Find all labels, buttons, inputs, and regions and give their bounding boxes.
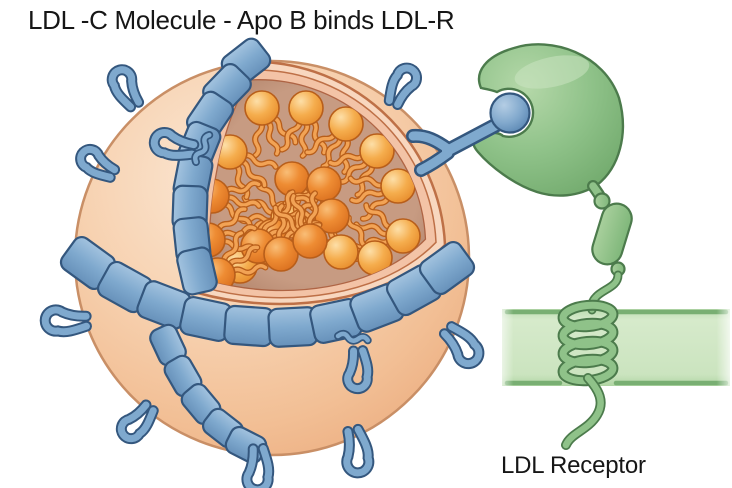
cholesterol-sphere (288, 90, 324, 126)
lipid-molecule (347, 168, 416, 222)
cholesterol-sphere (244, 90, 280, 126)
lipid-molecule (279, 90, 328, 159)
apo-b-band-vertical (171, 37, 272, 296)
receptor-head (472, 43, 625, 197)
surface-loop (115, 399, 159, 445)
ldl-molecule (39, 37, 485, 488)
receptor-stalk (587, 180, 633, 315)
core-lipids (209, 90, 421, 291)
apo-b-binding-arm (406, 92, 531, 177)
apo-b-band-lower (149, 323, 268, 465)
cholesterol-sphere (323, 234, 359, 270)
apo-b-band-equatorial (59, 235, 476, 348)
surface-loop (341, 423, 375, 479)
cholesterol-sphere (292, 223, 328, 259)
cholesterol-sphere (328, 106, 364, 142)
apo-b-surface-loops (39, 62, 485, 488)
arm-bar (442, 119, 503, 156)
cholesterol-sphere (209, 222, 226, 258)
lipid-molecule (272, 190, 328, 259)
lipid-molecule (244, 90, 299, 159)
binding-knob (489, 92, 531, 134)
apo-b-band-segment (223, 304, 275, 348)
surface-loop (342, 345, 374, 395)
surface-loop (438, 321, 485, 370)
cholesterol-sphere (385, 218, 421, 254)
surface-loop (148, 127, 200, 161)
diagram-title: LDL -C Molecule - Apo B binds LDL-R (28, 5, 455, 35)
lipid-molecule (209, 230, 269, 291)
cytoplasmic-tail (561, 373, 606, 450)
apo-b-band-segment (418, 240, 476, 296)
surface-squiggle (191, 131, 214, 166)
cholesterol-sphere (359, 133, 395, 169)
surface-loop (75, 144, 121, 183)
membrane-edge-lines (504, 309, 729, 386)
apo-b-band-segment (176, 246, 218, 296)
surface-loop (106, 64, 145, 113)
ldl-receptor (472, 43, 633, 450)
receptor-label: LDL Receptor (501, 452, 646, 479)
surface-loop (383, 62, 422, 111)
surface-squiggle (334, 329, 372, 345)
surface-loop (241, 443, 275, 488)
surface-loop (39, 304, 92, 338)
receptor-head-highlight (514, 55, 590, 89)
